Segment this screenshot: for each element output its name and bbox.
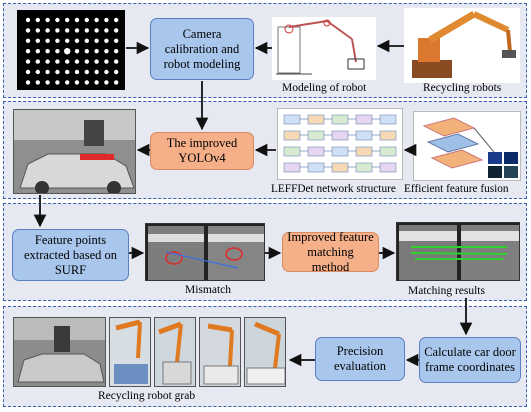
grab-image-3 xyxy=(154,317,196,387)
caption-grab: Recycling robot grab xyxy=(98,390,196,402)
caption-leffdet: LEFFDet network structure xyxy=(271,183,396,195)
calibration-board-image xyxy=(17,10,125,90)
leffdet-structure-image xyxy=(277,108,403,180)
feature-matching-step: Improved feature matching method xyxy=(282,230,379,274)
car-detection-image xyxy=(13,109,136,194)
precision-step: Precision evaluation xyxy=(315,337,405,381)
camera-calibration-step: Camera calibration and robot modeling xyxy=(150,18,254,80)
mismatch-image xyxy=(145,223,265,281)
recycling-robot-image xyxy=(404,8,520,83)
grab-image-2 xyxy=(109,317,151,387)
matching-results-image xyxy=(396,222,520,281)
feature-fusion-image xyxy=(413,111,521,181)
grab-image-5 xyxy=(244,317,286,387)
caption-modeling: Modeling of robot xyxy=(282,82,367,94)
caption-fusion: Efficient feature fusion xyxy=(404,183,509,195)
grab-image-4 xyxy=(199,317,241,387)
grab-image-1 xyxy=(13,317,106,387)
caption-recycling: Recycling robots xyxy=(423,82,502,94)
coordinates-step: Calculate car door frame coordinates xyxy=(419,337,521,383)
caption-matching-results: Matching results xyxy=(408,285,485,297)
improved-yolov4-step: The improved YOLOv4 xyxy=(150,132,254,170)
caption-mismatch: Mismatch xyxy=(185,284,231,296)
surf-feature-step: Feature points extracted based on SURF xyxy=(12,229,129,281)
robot-model-image xyxy=(272,17,376,80)
